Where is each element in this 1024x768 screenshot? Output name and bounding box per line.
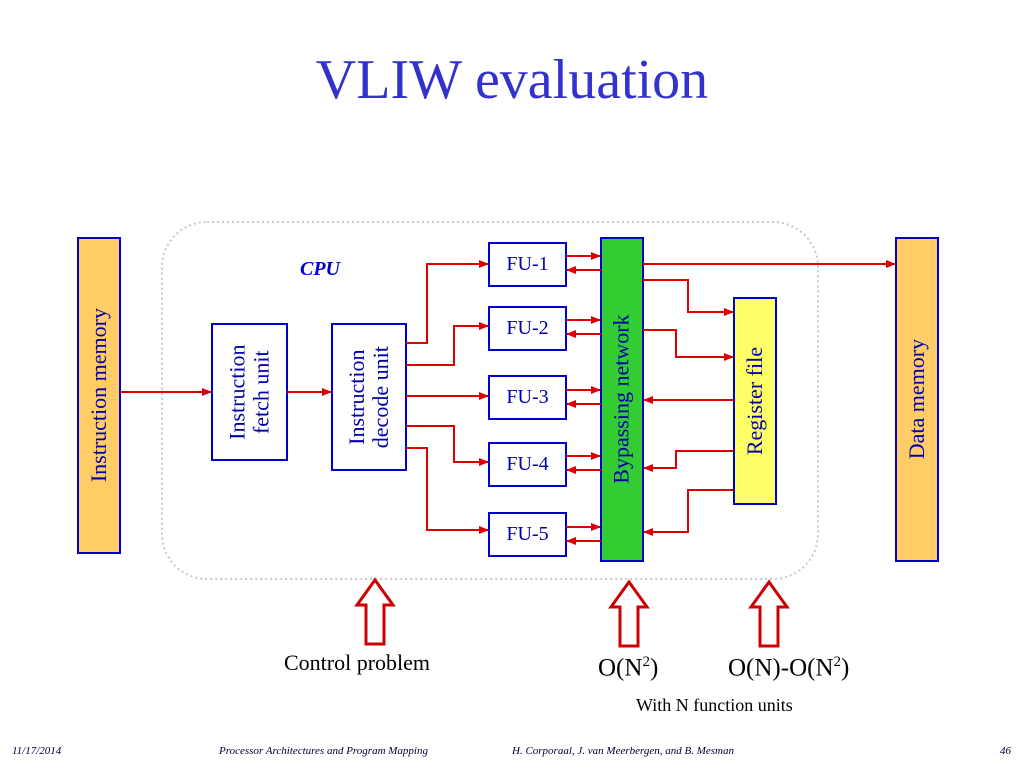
fu-3-label: FU-3 bbox=[506, 386, 549, 408]
fu-1-box bbox=[488, 242, 567, 287]
fu-5-box bbox=[488, 512, 567, 557]
decode-to-fu4-arrow bbox=[406, 425, 489, 466]
instruction-memory-label: Instruction memory bbox=[85, 308, 111, 483]
bypass-to-regfile-write2-arrow bbox=[643, 329, 734, 361]
fetch-unit-label-line2: fetch unit bbox=[248, 350, 274, 434]
data-memory-box bbox=[895, 237, 939, 562]
fetch-unit-label-line1: Instruction bbox=[224, 344, 250, 440]
bypass-complexity-up-arrow bbox=[608, 579, 650, 648]
fu-5-label: FU-5 bbox=[506, 523, 549, 545]
fetch-unit-label: Instruction fetch unit bbox=[212, 324, 287, 460]
function-units-note: With N function units bbox=[636, 695, 793, 715]
regfile-to-bypass-read3-arrow bbox=[643, 489, 733, 536]
cpu-label: CPU bbox=[300, 258, 340, 280]
footer-date: 11/17/2014 bbox=[12, 745, 62, 757]
bypassing-network-label: Bypassing network bbox=[608, 314, 634, 485]
bypass-complexity-text: O(N2) bbox=[598, 654, 658, 682]
fu-4-box bbox=[488, 442, 567, 487]
bypassing-network-box bbox=[600, 237, 644, 562]
decode-unit-label-line2: decode unit bbox=[368, 345, 393, 449]
fu-3-box bbox=[488, 375, 567, 420]
regfile-complexity-text: O(N)-O(N2) bbox=[728, 654, 849, 682]
data-memory-label: Data memory bbox=[903, 339, 929, 460]
fu-4-label: FU-4 bbox=[506, 453, 549, 475]
decode-to-fu1-arrow bbox=[406, 260, 489, 344]
register-file-box bbox=[733, 297, 777, 505]
fu-1-label: FU-1 bbox=[506, 253, 549, 275]
decode-unit-label-line1: Instruction bbox=[343, 349, 369, 445]
footer-page-number: 46 bbox=[1000, 745, 1011, 757]
fu-2-label: FU-2 bbox=[506, 317, 549, 339]
footer-authors: H. Corporaal, J. van Meerbergen, and B. … bbox=[512, 745, 734, 757]
bypass-complexity-close: ) bbox=[649, 654, 659, 682]
decode-to-fu5-arrow bbox=[406, 447, 489, 534]
regfile-complexity-close: ) bbox=[841, 654, 850, 682]
register-file-label: Register file bbox=[741, 346, 767, 456]
bypass-complexity-exp: 2 bbox=[642, 654, 650, 670]
control-problem-text: Control problem bbox=[284, 650, 431, 675]
fu-2-box bbox=[488, 306, 567, 351]
decode-to-fu2-arrow bbox=[406, 322, 489, 366]
footer-course: Processor Architectures and Program Mapp… bbox=[219, 745, 428, 757]
bypass-to-regfile-write1-arrow bbox=[643, 279, 734, 316]
slide-title: VLIW evaluation bbox=[315, 49, 709, 111]
bypass-complexity-base: O(N bbox=[598, 654, 643, 682]
cpu-boundary bbox=[161, 221, 819, 580]
regfile-to-bypass-read2-arrow bbox=[643, 450, 733, 472]
regfile-complexity-up-arrow bbox=[748, 579, 790, 648]
decode-unit-label: Instruction decode unit bbox=[332, 324, 406, 470]
instruction-memory-box bbox=[77, 237, 121, 554]
regfile-complexity-exp: 2 bbox=[833, 654, 842, 670]
decode-unit-box bbox=[331, 323, 407, 471]
regfile-complexity-base: O(N)-O(N bbox=[728, 654, 834, 682]
control-problem-up-arrow bbox=[354, 577, 396, 646]
